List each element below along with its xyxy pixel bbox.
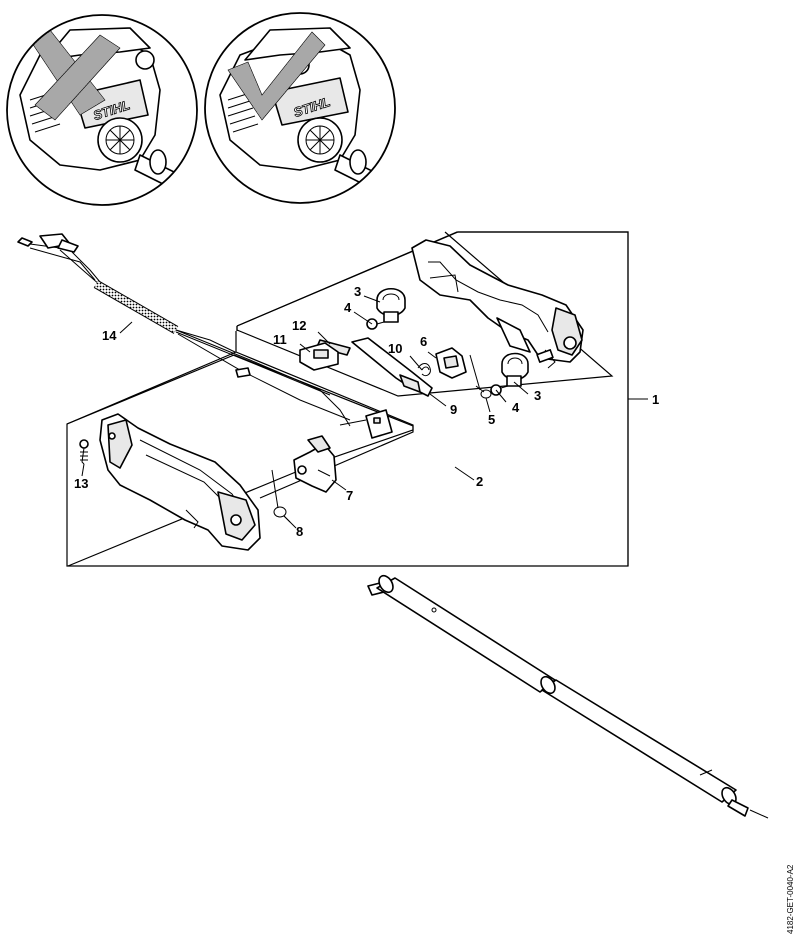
screw-upper — [366, 318, 385, 330]
interlock-lever-lower — [293, 435, 337, 493]
callout-2: 2 — [476, 474, 483, 489]
handle-housing-lower — [99, 413, 261, 551]
handle-clamp-upper — [376, 287, 406, 323]
checkmark-icon — [227, 31, 326, 121]
callout-14: 14 — [102, 328, 117, 343]
callout-7: 7 — [346, 488, 353, 503]
callout-3-lower: 3 — [534, 388, 541, 403]
throttle-trigger — [351, 337, 433, 397]
screw-13 — [79, 439, 89, 465]
callout-1: 1 — [652, 392, 659, 407]
wiring-harness — [17, 233, 393, 439]
callout-3-upper: 3 — [354, 284, 361, 299]
callout-13: 13 — [74, 476, 88, 491]
callout-4-upper: 4 — [344, 300, 352, 315]
torsion-spring-10 — [417, 363, 431, 377]
callout-12: 12 — [292, 318, 306, 333]
drive-shaft-tube — [367, 574, 769, 819]
callout-4-lower: 4 — [512, 400, 520, 415]
leader-lines — [81, 295, 648, 529]
handle-clamp-lower — [501, 352, 529, 387]
callout-10: 10 — [388, 341, 402, 356]
stop-switch — [299, 342, 339, 371]
interlock-lever — [435, 347, 481, 391]
callouts: 1 2 3 3 4 4 5 6 7 8 9 10 11 12 13 14 — [74, 284, 659, 539]
engine-view-correct: STIHL — [204, 12, 396, 204]
callout-11: 11 — [273, 332, 287, 347]
callout-8: 8 — [296, 524, 303, 539]
drawing-number: 4182-GET-0040-A2 — [786, 864, 795, 934]
callout-6: 6 — [420, 334, 427, 349]
engine-view-incorrect: STIHL — [6, 14, 198, 206]
rear-handle-housing — [411, 239, 584, 369]
frame-assembly-1 — [66, 231, 629, 567]
assembly-frames — [66, 231, 629, 567]
callout-5: 5 — [488, 412, 495, 427]
callout-9: 9 — [450, 402, 457, 417]
